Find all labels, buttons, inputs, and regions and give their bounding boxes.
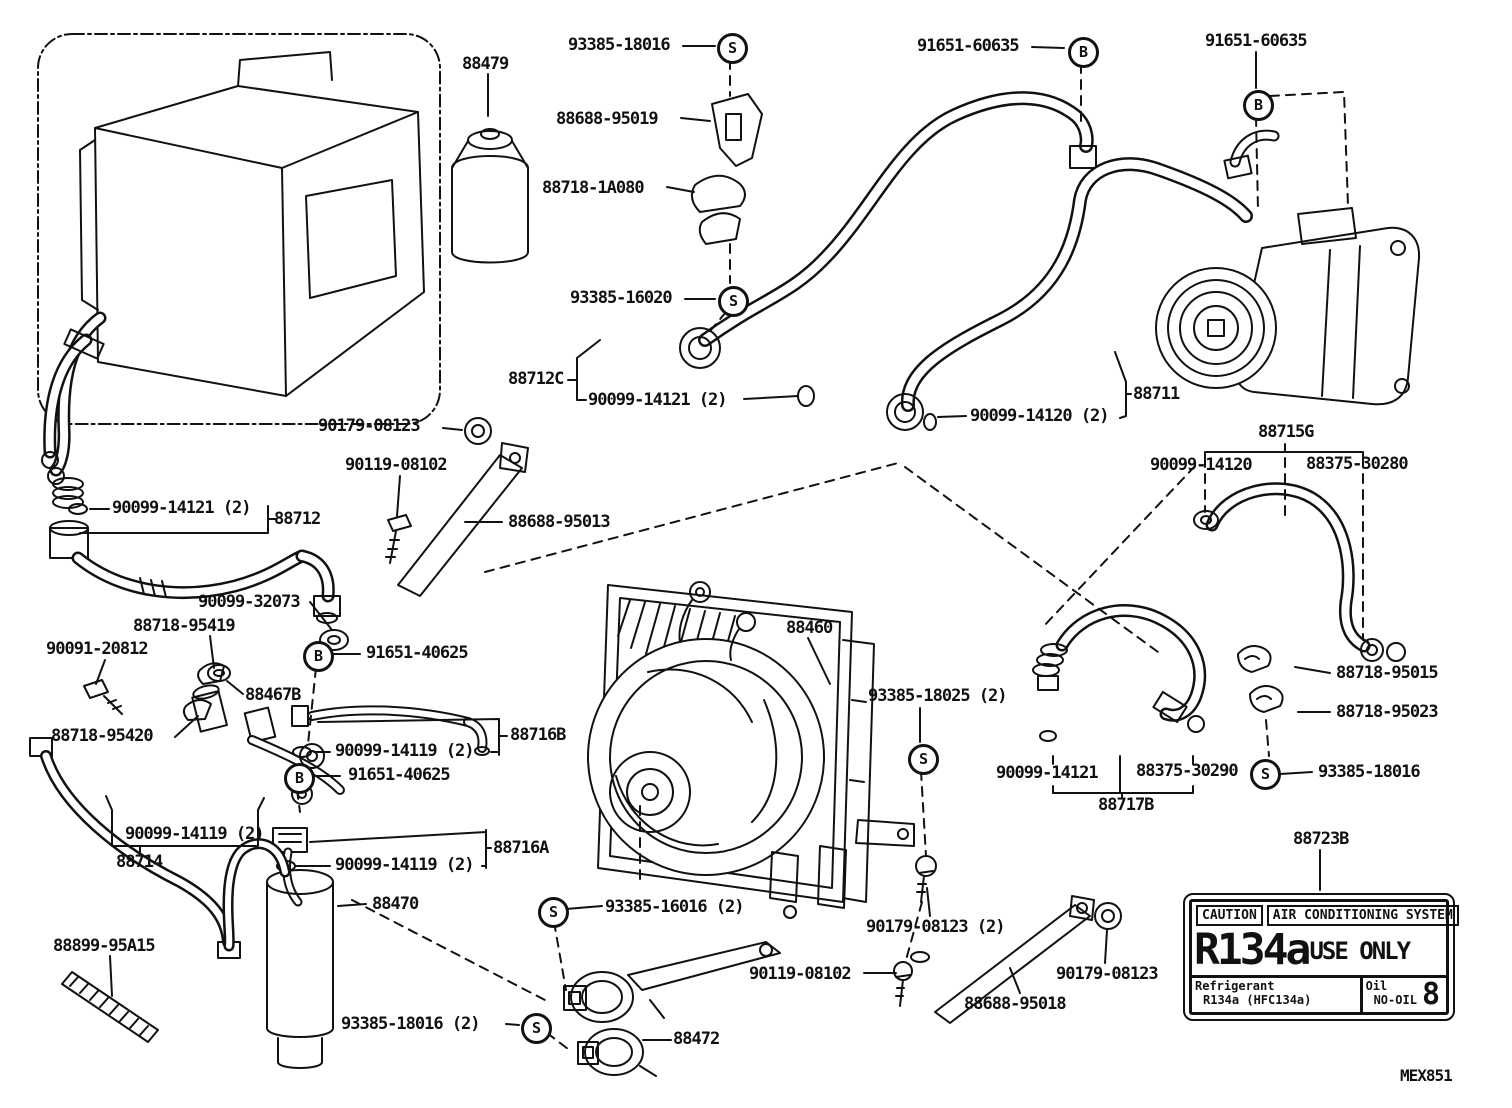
discharge-hose-drawing (679, 91, 1097, 407)
packing-strip-drawing (61, 971, 159, 1043)
caution-decal: CAUTION AIR CONDITIONING SYSTEM R134a US… (1183, 893, 1459, 1021)
part-label: 88718-95420 (51, 726, 154, 746)
part-label: 88688-95013 (508, 512, 611, 532)
part-label: 90099-14119 (2) (335, 741, 475, 761)
part-label: 88711 (1133, 384, 1180, 404)
figure-code: MEX851 (1400, 1066, 1453, 1085)
valve-cluster-drawing (29, 629, 349, 959)
part-label: 88472 (673, 1029, 720, 1049)
part-label: 88718-95015 (1336, 663, 1439, 683)
part-label: 90099-14121 (996, 763, 1099, 783)
part-label: 88688-95019 (556, 109, 659, 129)
caution-system-title: AIR CONDITIONING SYSTEM (1266, 905, 1459, 926)
part-label: 90119-08102 (345, 455, 448, 475)
refrigerant-code: R134a (1194, 925, 1311, 975)
part-label: 93385-18016 (2) (341, 1014, 481, 1034)
lower-stay-drawing (893, 855, 1122, 1024)
part-label: 88375-30280 (1306, 454, 1409, 474)
callout-marker: S (718, 286, 749, 317)
upper-stay-drawing (385, 417, 529, 597)
part-label: 90099-14119 (2) (125, 824, 265, 844)
bracket-clamp-drawings (690, 93, 763, 245)
refrigerant-value: R134a (HFC134a) (1203, 992, 1312, 1007)
part-label: 88688-95018 (964, 994, 1067, 1014)
part-label: 88714 (116, 852, 163, 872)
callout-marker: S (521, 1013, 552, 1044)
callout-marker: S (908, 744, 939, 775)
oil-spec-text: Oil NO-OIL (1365, 979, 1417, 1010)
part-label: 88712 (274, 509, 321, 529)
part-label: 88479 (462, 54, 509, 74)
part-label: 88718-1A080 (542, 178, 645, 198)
evaporator-unit-drawing (37, 33, 441, 485)
dashed-reference-lines (296, 59, 1364, 1053)
oil-spec: Oil NO-OIL 8 (1359, 977, 1446, 1012)
caution-title: CAUTION (1196, 905, 1263, 926)
pipe-drawings (272, 705, 490, 907)
part-label: 90091-20812 (46, 639, 149, 659)
oil-value: NO-OIL (1373, 992, 1417, 1007)
part-label: 93385-18025 (2) (868, 686, 1008, 706)
liquid-line-drawing (49, 477, 341, 624)
receiver-drier-drawing (222, 838, 334, 1069)
part-label: 88716B (510, 725, 566, 745)
part-label: 91651-60635 (1205, 31, 1308, 51)
callout-marker: B (1068, 37, 1099, 68)
part-label: 90119-08102 (749, 964, 852, 984)
part-label: 88715G (1258, 422, 1314, 442)
part-label: 93385-16020 (570, 288, 673, 308)
caution-decal-header: CAUTION AIR CONDITIONING SYSTEM (1192, 902, 1459, 926)
oil-label: Oil (1365, 979, 1388, 993)
callout-marker: B (1243, 90, 1274, 121)
part-label: 90099-14119 (2) (335, 855, 475, 875)
refrigerant-spec: Refrigerant R134a (HFC134a) (1192, 978, 1360, 1012)
part-label: 88723B (1293, 829, 1349, 849)
part-label: 88467B (245, 685, 301, 705)
suction-hose-drawing (886, 129, 1280, 431)
caution-bottom-row: Refrigerant R134a (HFC134a) Oil NO-OIL 8 (1192, 975, 1446, 1012)
part-label: 88717B (1098, 795, 1154, 815)
part-label: 90099-14121 (2) (112, 498, 252, 518)
use-only-text: USE ONLY (1309, 936, 1411, 965)
decal-code-digit: 8 (1421, 977, 1440, 1012)
callout-marker: B (303, 641, 334, 672)
part-label: 90179-08123 (1056, 964, 1159, 984)
right-hose-drawings (1032, 482, 1406, 742)
part-label: 88470 (372, 894, 419, 914)
caution-main-row: R134a USE ONLY (1192, 926, 1446, 975)
part-label: 90179-08123 (2) (866, 917, 1006, 937)
part-label: 88716A (493, 838, 549, 858)
condenser-fan-drawing (587, 581, 915, 919)
part-label: 90099-32073 (198, 592, 301, 612)
part-label: 90099-14121 (2) (588, 390, 728, 410)
part-label: 90099-14120 (1150, 455, 1253, 475)
part-label: 91651-60635 (917, 36, 1020, 56)
part-label: 93385-16016 (2) (605, 897, 745, 917)
leader-lines (79, 45, 1364, 1041)
part-label: 88375-30290 (1136, 761, 1239, 781)
compressor-drawing (1155, 207, 1421, 406)
part-label: 90099-14120 (2) (970, 406, 1110, 426)
part-label: 88718-95419 (133, 616, 236, 636)
part-label: 91651-40625 (366, 643, 469, 663)
part-label: 91651-40625 (348, 765, 451, 785)
canister-drawing (451, 128, 529, 264)
callout-marker: B (284, 763, 315, 794)
clamp-band-drawings (563, 941, 781, 1077)
part-label: 93385-18016 (1318, 762, 1421, 782)
part-label: 93385-18016 (568, 35, 671, 55)
part-label: 88712C (508, 369, 564, 389)
part-label: 88718-95023 (1336, 702, 1439, 722)
part-label: 88460 (786, 618, 833, 638)
part-label: 88899-95A15 (53, 936, 156, 956)
callout-marker: S (538, 897, 569, 928)
callout-marker: S (717, 33, 748, 64)
refrigerant-label: Refrigerant (1195, 979, 1275, 993)
callout-marker: S (1250, 759, 1281, 790)
part-label: 90179-08123 (318, 416, 421, 436)
caution-decal-inner: CAUTION AIR CONDITIONING SYSTEM R134a US… (1189, 899, 1459, 1015)
